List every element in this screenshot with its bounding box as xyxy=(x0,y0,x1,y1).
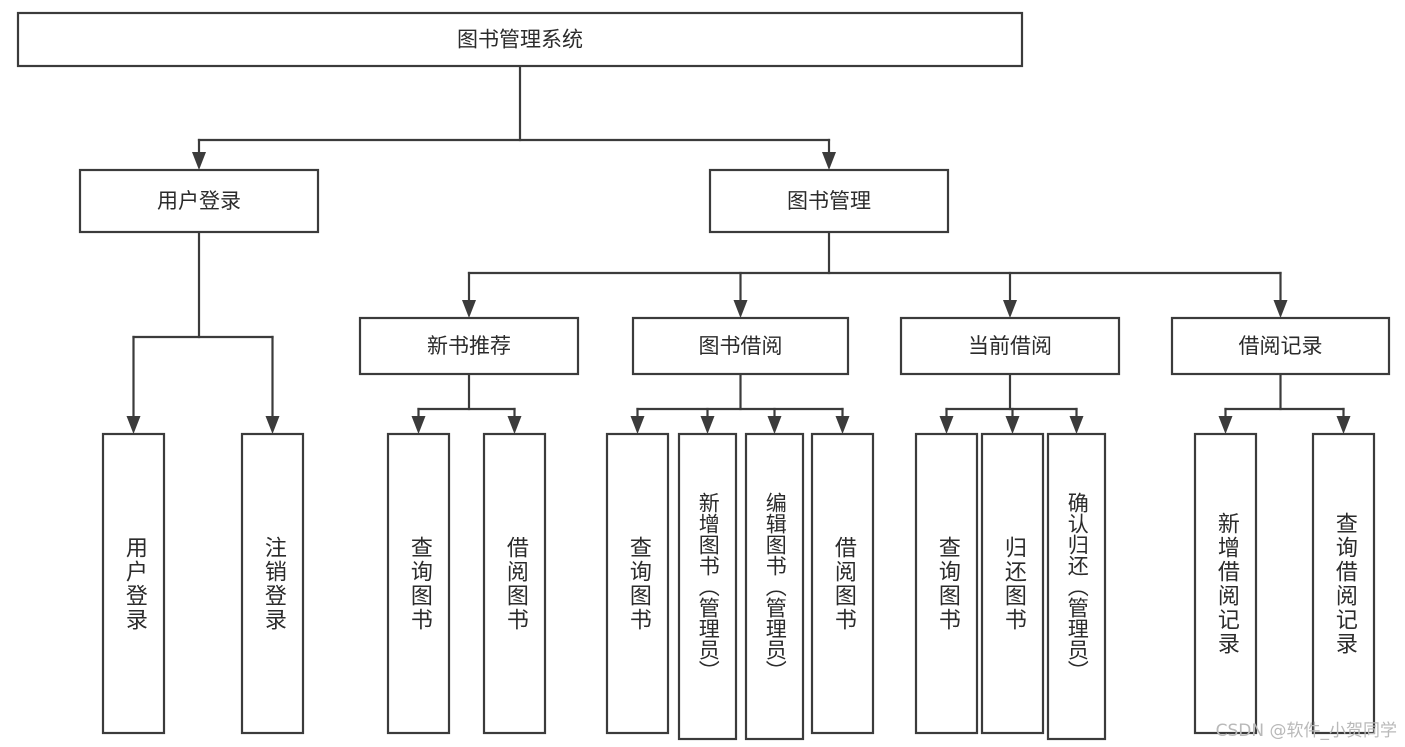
leaf-node-9[interactable] xyxy=(914,432,979,735)
arrow-head-icon xyxy=(1005,416,1020,434)
leaf-node-box[interactable] xyxy=(1046,432,1107,741)
leaf-node-box[interactable] xyxy=(677,432,738,741)
leaf-node-10[interactable] xyxy=(980,432,1045,735)
arrow-head-icon xyxy=(1003,300,1017,318)
leaf-node-box[interactable] xyxy=(605,432,670,735)
leaf-node-box[interactable] xyxy=(810,432,875,735)
root-node-1[interactable]: 图书管理系统 xyxy=(16,11,1024,68)
level3-node-label: 新书推荐 xyxy=(427,334,511,358)
level3-node-3[interactable]: 当前借阅 xyxy=(899,316,1121,376)
level3-node-4[interactable]: 借阅记录 xyxy=(1170,316,1391,376)
leaf-node-3[interactable] xyxy=(386,432,451,735)
arrow-head-icon xyxy=(411,416,426,434)
leaf-node-box[interactable] xyxy=(482,432,547,735)
leaf-node-box[interactable] xyxy=(980,432,1045,735)
leaf-node-box[interactable] xyxy=(1193,432,1258,735)
arrow-head-icon xyxy=(733,300,748,318)
root-node-label: 图书管理系统 xyxy=(457,28,583,52)
leaf-node-box[interactable] xyxy=(914,432,979,735)
level3-node-label: 借阅记录 xyxy=(1239,334,1323,358)
leaf-node-5[interactable] xyxy=(605,432,670,735)
level3-node-1[interactable]: 新书推荐 xyxy=(358,316,580,376)
level3-node-2[interactable]: 图书借阅 xyxy=(631,316,850,376)
arrow-head-icon xyxy=(1273,300,1288,318)
leaf-node-1[interactable] xyxy=(101,432,166,735)
level3-node-box[interactable] xyxy=(1170,316,1391,376)
arrow-head-icon xyxy=(1069,416,1084,434)
arrow-head-icon xyxy=(767,416,782,434)
arrow-head-icon xyxy=(462,300,476,318)
arrow-head-icon xyxy=(939,416,954,434)
level3-node-box[interactable] xyxy=(631,316,850,376)
arrow-head-icon xyxy=(835,416,850,434)
arrow-head-icon xyxy=(822,152,836,170)
leaf-node-box[interactable] xyxy=(386,432,451,735)
level3-node-label: 图书借阅 xyxy=(699,334,783,358)
level3-node-box[interactable] xyxy=(358,316,580,376)
arrow-head-icon xyxy=(507,416,522,434)
arrow-head-icon xyxy=(265,416,280,434)
level2-node-box[interactable] xyxy=(708,168,950,234)
leaf-node-6[interactable] xyxy=(677,432,738,741)
leaf-node-box[interactable] xyxy=(744,432,805,741)
leaf-node-box[interactable] xyxy=(240,432,305,735)
leaf-node-13[interactable] xyxy=(1311,432,1376,735)
leaf-node-7[interactable] xyxy=(744,432,805,741)
arrow-head-icon xyxy=(1336,416,1351,434)
arrow-head-icon xyxy=(630,416,645,434)
level2-node-label: 图书管理 xyxy=(787,189,871,213)
level2-node-1[interactable]: 用户登录 xyxy=(78,168,320,234)
leaf-node-2[interactable] xyxy=(240,432,305,735)
level3-node-box[interactable] xyxy=(899,316,1121,376)
leaf-node-11[interactable] xyxy=(1046,432,1107,741)
level3-node-label: 当前借阅 xyxy=(968,334,1052,358)
arrow-head-icon xyxy=(192,152,206,170)
arrow-head-icon xyxy=(126,416,141,434)
leaf-node-8[interactable] xyxy=(810,432,875,735)
arrow-head-icon xyxy=(1218,416,1233,434)
level2-node-label: 用户登录 xyxy=(157,189,241,213)
level2-node-2[interactable]: 图书管理 xyxy=(708,168,950,234)
leaf-node-box[interactable] xyxy=(1311,432,1376,735)
leaf-node-4[interactable] xyxy=(482,432,547,735)
leaf-node-12[interactable] xyxy=(1193,432,1258,735)
level2-node-box[interactable] xyxy=(78,168,320,234)
watermark-text: CSDN @软件_小贺同学 xyxy=(1215,721,1397,741)
leaf-node-box[interactable] xyxy=(101,432,166,735)
root-node-box[interactable] xyxy=(16,11,1024,68)
arrow-head-icon xyxy=(700,416,715,434)
